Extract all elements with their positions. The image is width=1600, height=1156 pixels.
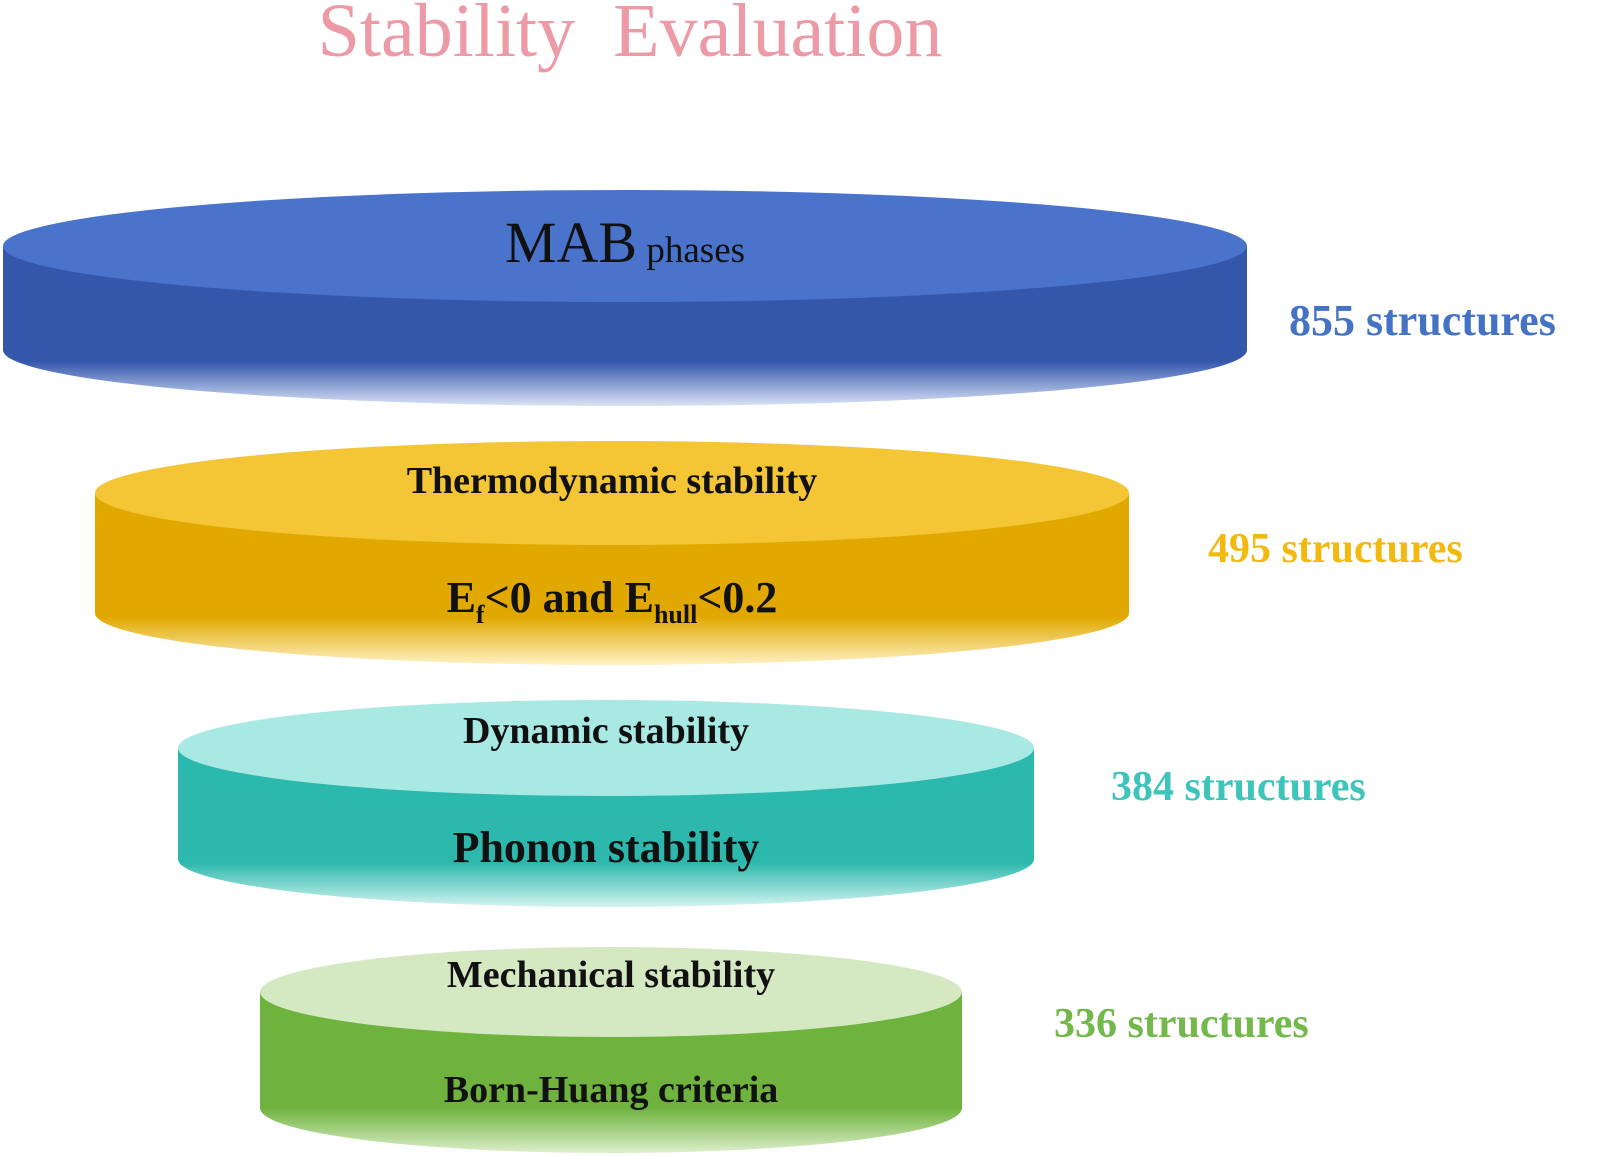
layer-label-thermo-1: Thermodynamic stability xyxy=(407,460,818,502)
diagram-title: Stability Evaluation xyxy=(318,0,943,73)
layer-label-mechanical-2: Born-Huang criteria xyxy=(444,1069,779,1111)
label-part: phases xyxy=(637,230,745,271)
layer-top-dynamic xyxy=(178,700,1034,796)
label-part: <0 and E xyxy=(485,573,654,622)
layer-top-thermo xyxy=(95,441,1129,545)
label-part: Born-Huang criteria xyxy=(444,1069,779,1111)
layer-label-dynamic-2: Phonon stability xyxy=(453,823,760,872)
label-part: Thermodynamic stability xyxy=(407,460,818,502)
label-part: <0.2 xyxy=(697,573,777,622)
label-part: hull xyxy=(654,600,697,629)
structure-count-mechanical: 336 structures xyxy=(1054,1001,1309,1047)
structure-count-mab: 855 structures xyxy=(1289,296,1556,345)
label-part: E xyxy=(447,573,476,622)
structure-count-thermo: 495 structures xyxy=(1208,526,1463,572)
layer-label-dynamic-1: Dynamic stability xyxy=(463,710,749,752)
label-part: MAB xyxy=(505,210,637,275)
layer-label-thermo-2: Ef<0 and Ehull<0.2 xyxy=(447,573,778,629)
layer-top-mab xyxy=(3,190,1247,302)
label-part: f xyxy=(476,600,485,629)
structure-count-dynamic: 384 structures xyxy=(1111,764,1366,810)
label-part: Dynamic stability xyxy=(463,710,749,752)
layer-mab: MAB phases 855 structures xyxy=(3,190,1556,406)
label-part: Mechanical stability xyxy=(447,954,775,996)
layer-top-mechanical xyxy=(260,947,962,1037)
layer-label-mechanical-1: Mechanical stability xyxy=(447,954,775,996)
layer-label-mab-1: MAB phases xyxy=(505,210,745,275)
label-part: Phonon stability xyxy=(453,823,760,872)
